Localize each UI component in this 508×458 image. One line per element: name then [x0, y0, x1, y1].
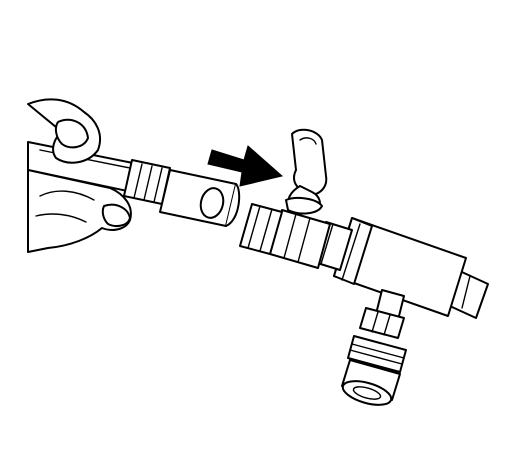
hand [27, 98, 132, 253]
service-port-cap [341, 359, 401, 406]
direction-arrow [207, 145, 284, 187]
service-port-adapter [347, 289, 407, 373]
valve-handle [285, 128, 328, 215]
valve-body [239, 203, 331, 269]
tee-fitting [313, 217, 467, 317]
quick-coupler [123, 159, 241, 227]
